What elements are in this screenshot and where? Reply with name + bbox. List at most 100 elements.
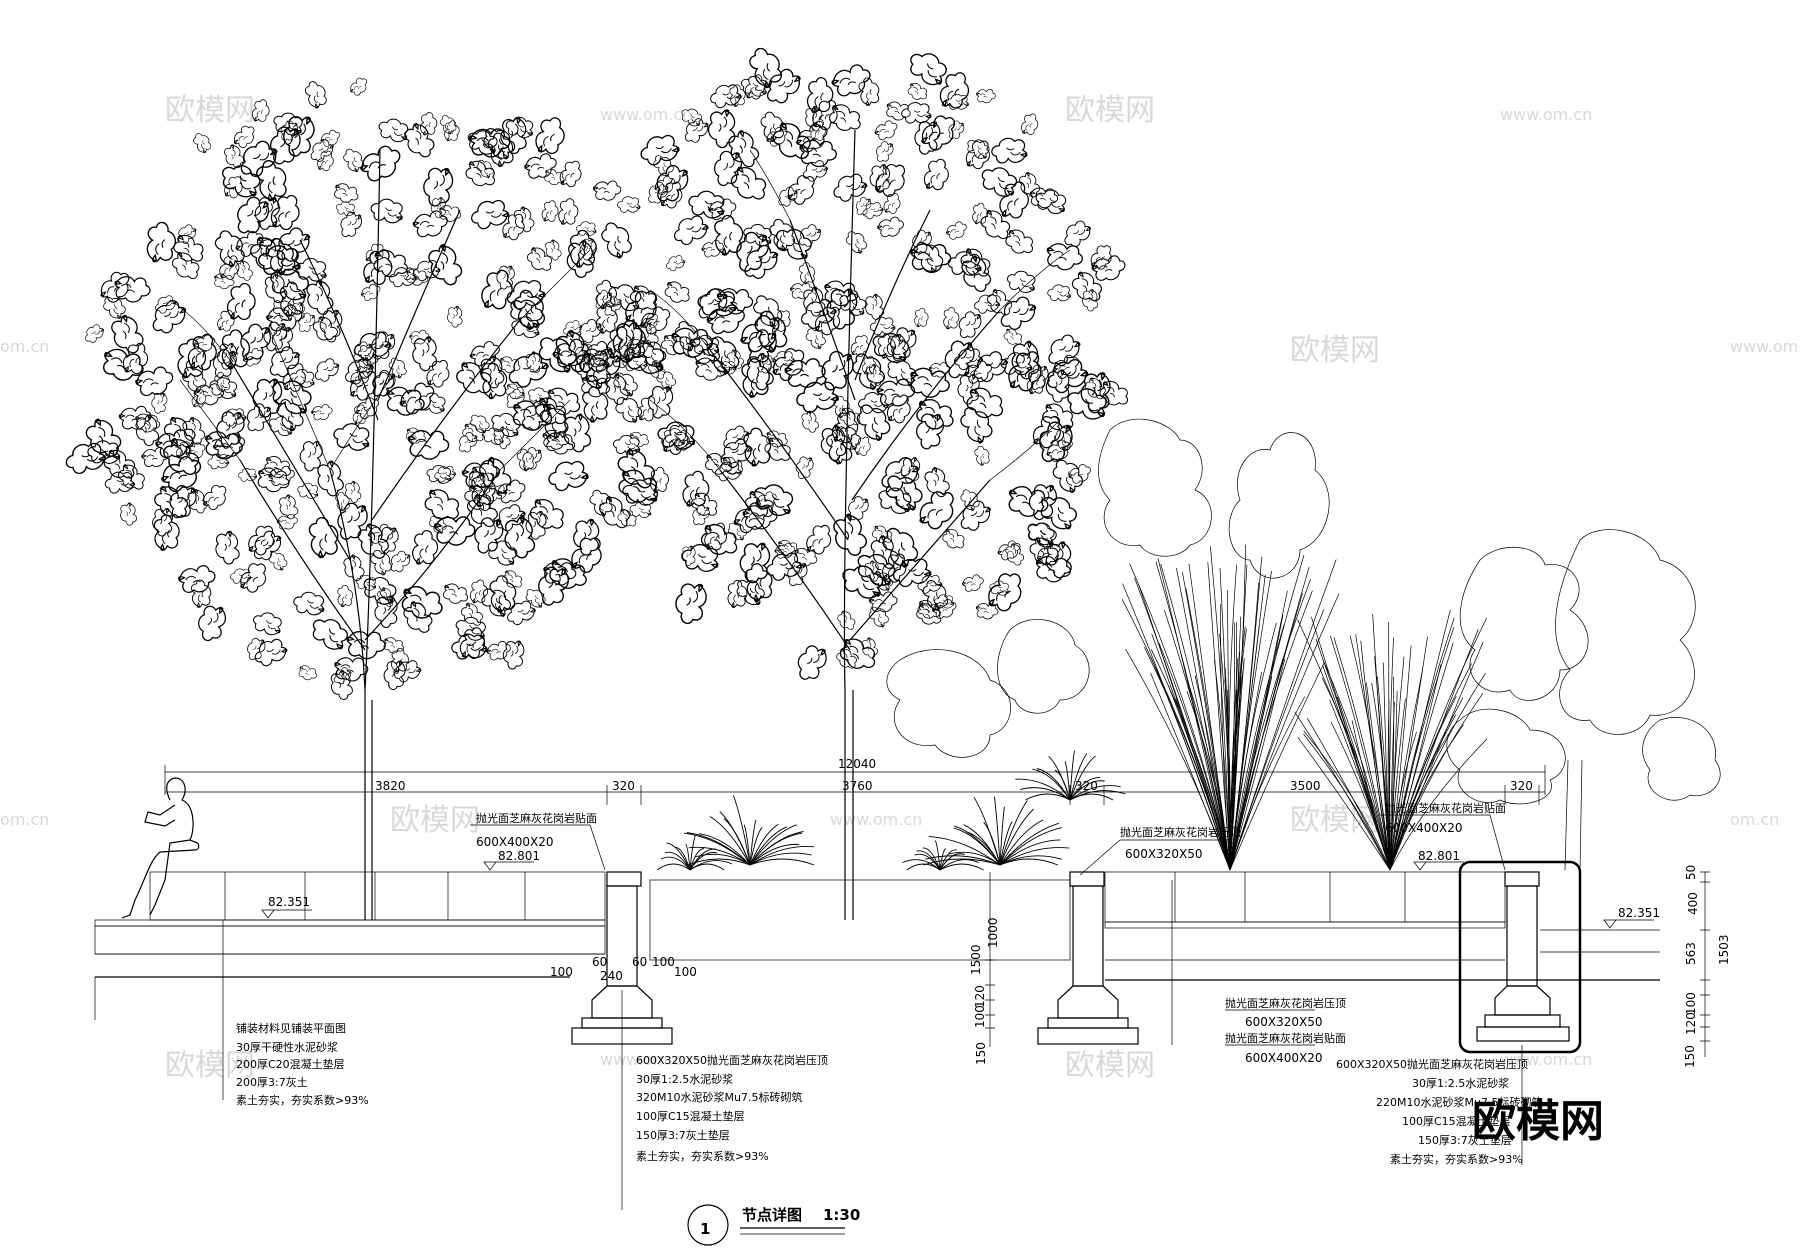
leaf-clump (1028, 184, 1060, 211)
leaf-clump (348, 74, 371, 98)
leaf-clump (501, 639, 527, 671)
palm-frond (939, 848, 947, 871)
leaf-clump (310, 354, 342, 387)
shrub-branch (1185, 588, 1231, 871)
palm-frond (999, 858, 1058, 866)
leaf-clump (151, 291, 179, 318)
leaf-clump (236, 465, 259, 485)
palm-frond (902, 859, 941, 871)
leaf-clump (151, 392, 168, 414)
watermark-url: www.om.cn (830, 810, 922, 829)
note-left-4: 200厚3:7灰土 (236, 1075, 308, 1089)
note-right-1: 600X320X50抛光面芝麻灰花岗岩压顶 (1336, 1057, 1528, 1071)
leaf-clump (196, 604, 227, 643)
leaf-clump (859, 198, 886, 223)
leaf-clump (798, 136, 839, 170)
palm-frond (1054, 769, 1071, 801)
leaf-clump (497, 513, 542, 563)
leaf-clump (541, 237, 566, 264)
shrub-branch (1229, 614, 1284, 871)
notes-left: 铺装材料见铺装平面图 30厚干硬性水泥砂浆 200厚C20混凝土垫层 200厚3… (222, 920, 369, 1107)
shrub-branch (1229, 616, 1242, 871)
leaf-clump (912, 307, 930, 328)
leaf-clump (466, 411, 493, 436)
shrub-branch (1329, 635, 1391, 871)
shrub-branch (1229, 590, 1288, 871)
wall-middle (1037, 871, 1139, 1045)
leaf-clump (458, 625, 487, 660)
callouts: 抛光面芝麻灰花岗岩贴面 600X400X20 抛光面芝麻灰花岗岩压顶 600X3… (470, 801, 1506, 1065)
dim-right-563: 563 (1684, 942, 1698, 965)
palm-frond (723, 818, 751, 866)
leaf-clump (213, 272, 235, 290)
leaf-clump (266, 265, 312, 303)
leaf-clump (663, 251, 687, 275)
palm-frond (999, 822, 1060, 866)
leaf-clump (428, 196, 449, 220)
note-right-2: 30厚1:2.5水泥砂浆 (1412, 1076, 1509, 1090)
leaf-clump (922, 157, 951, 192)
leaf-clump (406, 425, 452, 464)
detail-highlight-box (1458, 860, 1582, 1054)
shrub-branch (1322, 659, 1391, 871)
leaf-clump (333, 182, 360, 205)
leaf-clump (183, 486, 213, 517)
dim-wall-1: 320 (612, 779, 635, 793)
palm-frond (1025, 793, 1071, 801)
shrub-branch (1389, 617, 1455, 871)
palm-frond (934, 840, 941, 871)
leaf-clump (955, 495, 995, 537)
leaf-clump (853, 74, 884, 108)
watermark-url: www.om.cn (1500, 105, 1592, 124)
elev-right-wall: 82.801 (1418, 849, 1460, 863)
palm-frond (928, 835, 1001, 866)
leaf-clump (862, 362, 888, 389)
shrub-branch (1389, 629, 1479, 871)
leaf-clump (875, 211, 908, 242)
dim-wall-3: 320 (1510, 779, 1533, 793)
shrub-branch (1151, 633, 1231, 871)
shrub-branch (1229, 593, 1303, 871)
planter-bed (649, 879, 1071, 961)
leaf-clump (523, 244, 557, 276)
shrub-branch (1163, 609, 1231, 871)
leaf-clump (454, 615, 487, 642)
leaf-clump (142, 219, 180, 264)
dim-footing-240: 240 (600, 969, 623, 983)
leaf-clump (650, 161, 692, 208)
leaf-clump (988, 133, 1030, 169)
leaf-clump (791, 374, 842, 420)
shrub-branch (1229, 626, 1246, 871)
dim-mid-1000: 1000 (986, 917, 1000, 948)
leaf-clump (483, 481, 509, 506)
leaf-clump (695, 357, 726, 382)
palm-frond (1032, 768, 1071, 801)
shrub-branch (1229, 578, 1311, 871)
note-right-4: 100厚C15混凝土垫层 (1402, 1114, 1511, 1128)
leaf-clump (462, 158, 500, 191)
note-mid-1: 600X320X50抛光面芝麻灰花岗岩压顶 (636, 1053, 828, 1067)
leaf-clump (774, 183, 800, 211)
palm-frond (689, 863, 725, 871)
leaf-clump (854, 435, 873, 457)
palm-frond (983, 822, 1001, 866)
shrub-branch (1155, 561, 1231, 871)
palm-frond (709, 816, 751, 866)
leaf-clump (1066, 459, 1095, 488)
leaf-clump (334, 583, 356, 609)
palm-frond (749, 827, 763, 866)
callout-mid-low1-title: 抛光面芝麻灰花岗岩压顶 (1225, 996, 1346, 1010)
leaf-clump (444, 304, 466, 330)
palm-frond (685, 843, 691, 871)
leaf-clump (424, 356, 453, 390)
shrub-branch (1389, 696, 1457, 871)
shrub-branch (1303, 730, 1391, 871)
wall-right (1458, 860, 1582, 1054)
leaf-clump (167, 248, 205, 285)
leaf-clump (1002, 226, 1038, 259)
dim-footing-100a: 100 (550, 965, 573, 979)
dim-right-120: 120 (1684, 1012, 1698, 1035)
dim-mid-100: 100 (973, 1005, 987, 1028)
note-mid-5: 150厚3:7灰土垫层 (636, 1128, 730, 1142)
elev-left-wall: 82.801 (498, 849, 540, 863)
